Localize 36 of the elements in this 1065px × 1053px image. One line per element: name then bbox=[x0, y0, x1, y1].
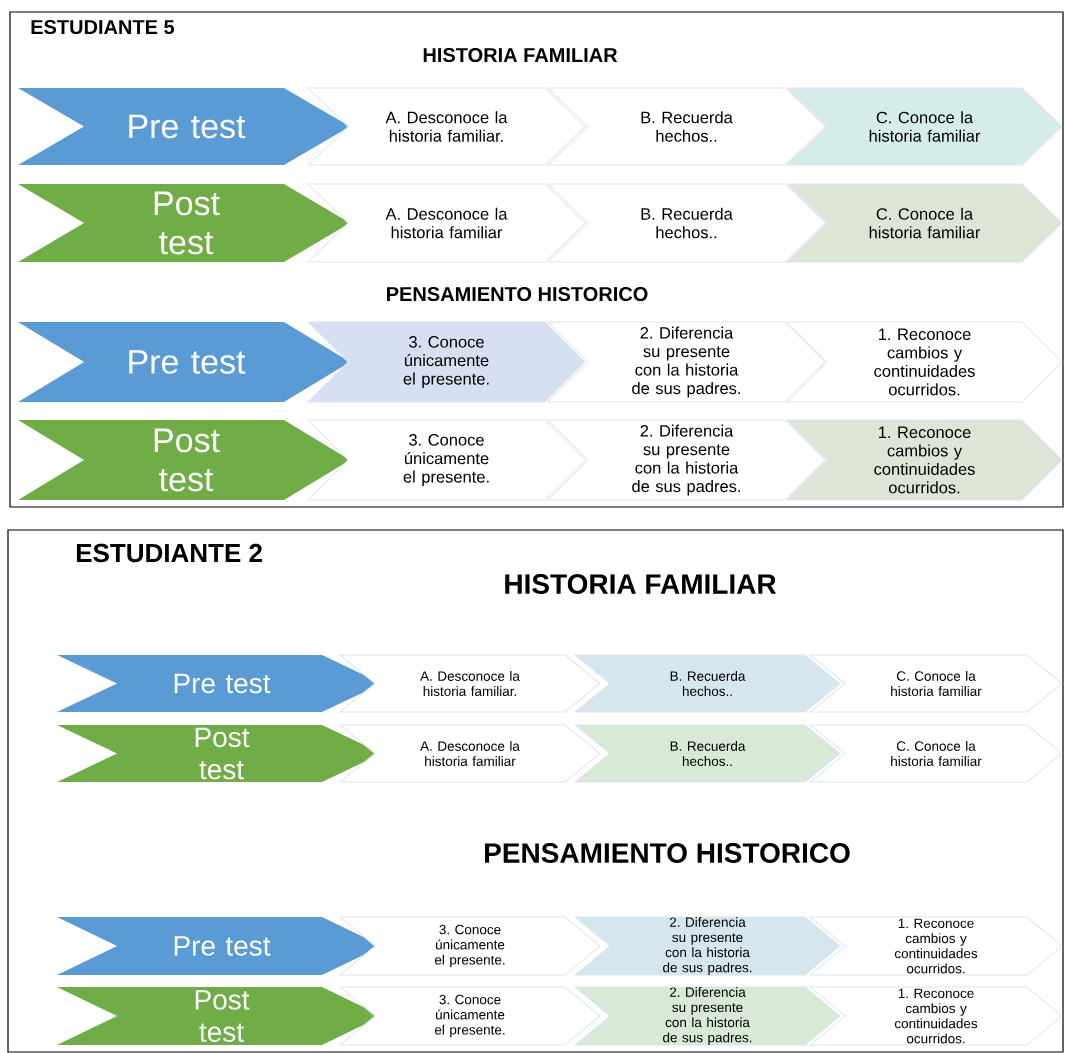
chevron-step: C. Conoce la historia familiar bbox=[809, 654, 1063, 713]
chevron-step: B. Recuerda hechos.. bbox=[574, 724, 841, 783]
section-heading: PENSAMIENTO HISTORICO bbox=[485, 843, 850, 863]
chevron-banner: Post test bbox=[18, 184, 350, 262]
chevron-banner: Pre test bbox=[57, 917, 382, 975]
chevron-banner: Pre test bbox=[18, 88, 350, 165]
chevron-step: 2. Diferencia su presente con la historia de sus padres. bbox=[547, 419, 826, 501]
chevron-step: 1. Reconoce cambios y continuidades ocurridos. bbox=[786, 321, 1063, 403]
chevron-step: 2. Diferencia su presente con la historia de sus padres. bbox=[574, 916, 841, 976]
chevron-step: 2. Diferencia su presente con la historia de sus padres. bbox=[574, 986, 841, 1046]
chevron-banner: Post test bbox=[57, 987, 382, 1045]
chevron-banner: Pre test bbox=[57, 655, 382, 712]
chevron-banner: Post test bbox=[18, 420, 350, 500]
chevron-step: 1. Reconoce cambios y continuidades ocurridos. bbox=[809, 916, 1063, 976]
chevron-step: 3. Conoce únicamente el presente. bbox=[307, 321, 586, 403]
section-heading: HISTORIA FAMILIAR bbox=[423, 47, 618, 63]
chevron-step: 2. Diferencia su presente con la historia de sus padres. bbox=[547, 321, 826, 403]
chevron-step: 3. Conoce únicamente el presente. bbox=[339, 986, 601, 1046]
chevron-step: A. Desconoce la historia familiar bbox=[307, 183, 586, 263]
chevron-step: B. Recuerda hechos.. bbox=[547, 87, 826, 166]
chevron-step: 3. Conoce únicamente el presente. bbox=[307, 419, 586, 501]
chevron-step: A. Desconoce la historia familiar. bbox=[339, 654, 601, 713]
section-heading: PENSAMIENTO HISTORICO bbox=[387, 286, 648, 302]
chevron-step: C. Conoce la historia familiar bbox=[809, 724, 1063, 783]
chevron-step: B. Recuerda hechos.. bbox=[574, 654, 841, 713]
chevron-step: C. Conoce la historia familiar bbox=[786, 183, 1063, 263]
chevron-step: A. Desconoce la historia familiar bbox=[339, 724, 601, 783]
chevron-step: A. Desconoce la historia familiar. bbox=[307, 87, 586, 166]
section-heading: HISTORIA FAMILIAR bbox=[505, 574, 777, 594]
chevron-banner: Post test bbox=[57, 725, 382, 782]
chevron-step: B. Recuerda hechos.. bbox=[547, 183, 826, 263]
chevron-step: 1. Reconoce cambios y continuidades ocurridos. bbox=[786, 419, 1063, 501]
chevron-banner: Pre test bbox=[18, 322, 350, 402]
chevron-step: 3. Conoce únicamente el presente. bbox=[339, 916, 601, 976]
chevron-step: C. Conoce la historia familiar bbox=[786, 87, 1063, 166]
chevron-step: 1. Reconoce cambios y continuidades ocurridos. bbox=[809, 986, 1063, 1046]
